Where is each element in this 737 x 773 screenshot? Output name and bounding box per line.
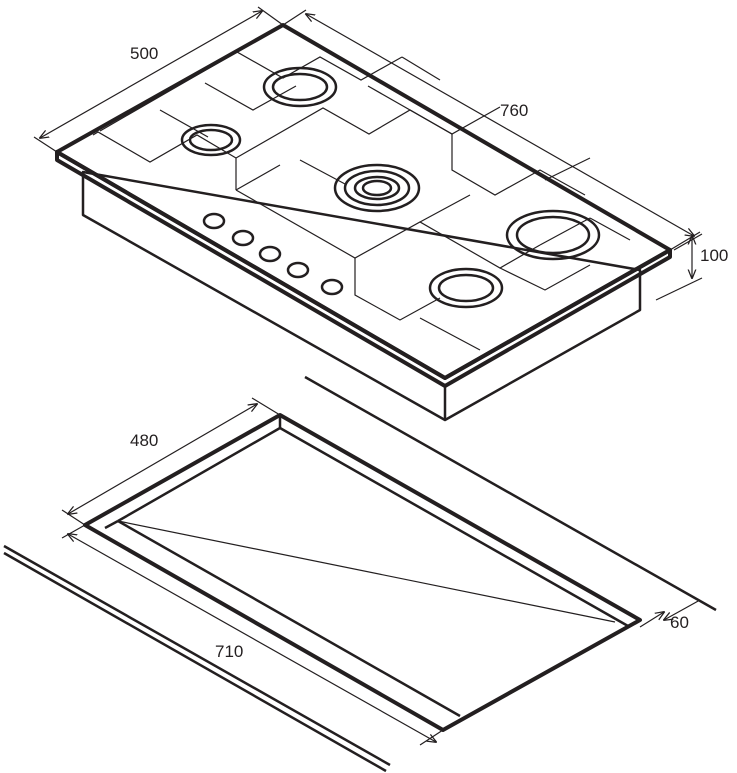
burner-front-right <box>428 267 504 309</box>
dimension-100: 100 <box>655 233 728 301</box>
dimension-label-480: 480 <box>130 431 158 450</box>
burner-rear-left <box>262 66 338 108</box>
knob <box>202 212 226 230</box>
dimension-label-60: 60 <box>670 613 689 632</box>
knob <box>320 278 344 296</box>
burner-front-left <box>180 123 242 157</box>
dimension-480: 480 <box>61 397 281 526</box>
burner-rear-right <box>505 209 601 261</box>
knob <box>286 261 310 279</box>
control-knobs <box>202 212 344 296</box>
pan-supports <box>92 51 631 351</box>
knob <box>231 229 255 247</box>
hob <box>55 23 672 422</box>
countertop <box>3 375 717 773</box>
cutout <box>83 413 642 732</box>
knob <box>258 245 282 263</box>
dimension-label-760: 760 <box>500 101 528 120</box>
dimension-60: 60 <box>639 599 701 632</box>
dimension-710: 710 <box>61 524 444 746</box>
burner-center-wok <box>333 163 421 213</box>
dimension-500: 500 <box>33 6 284 153</box>
dimension-label-100: 100 <box>700 246 728 265</box>
dimension-label-500: 500 <box>130 44 158 63</box>
dimension-760: 760 <box>282 9 701 251</box>
dimension-label-710: 710 <box>215 642 243 661</box>
